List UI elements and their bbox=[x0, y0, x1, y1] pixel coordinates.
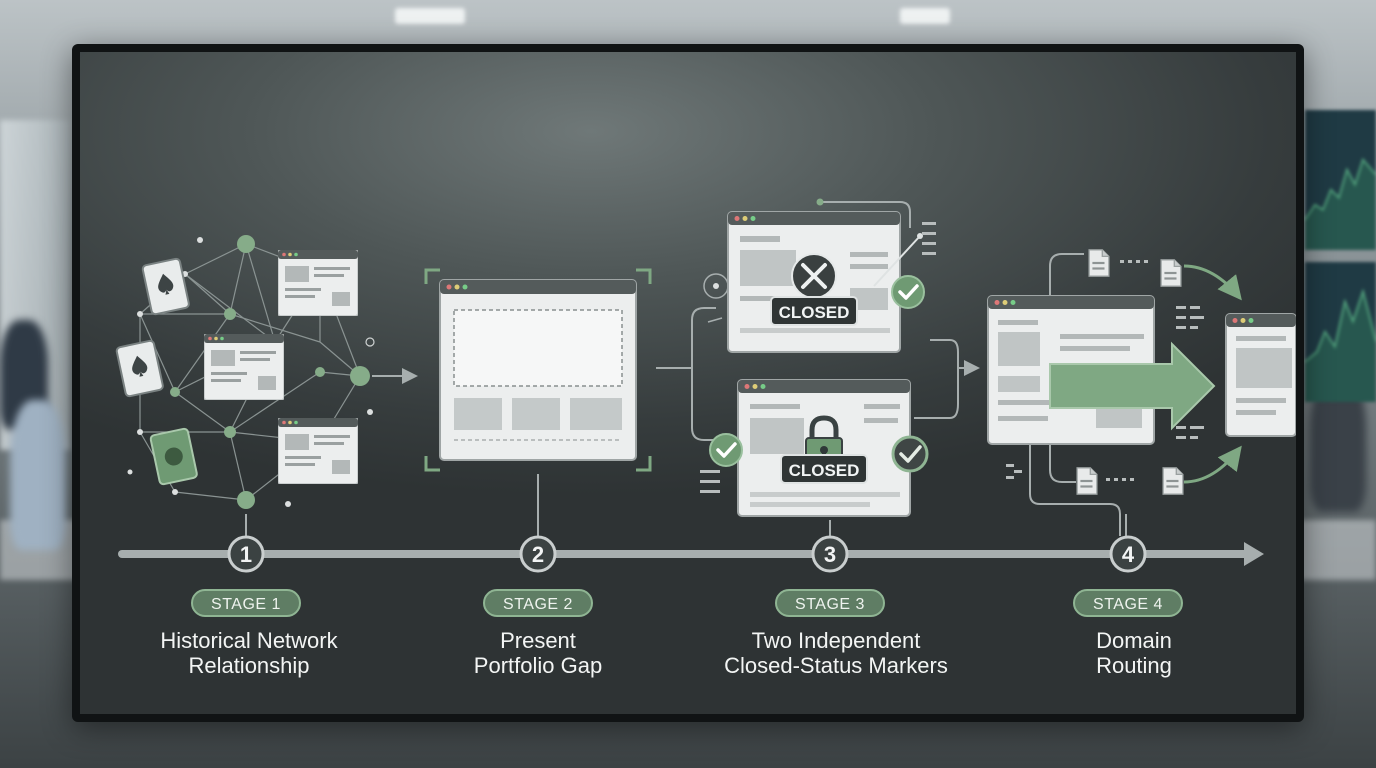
stage-marker-2: 2 bbox=[519, 535, 557, 573]
card-icon bbox=[149, 427, 198, 486]
stage-title-line: Present bbox=[500, 628, 576, 653]
stage-title-line: Portfolio Gap bbox=[473, 653, 603, 678]
routing-arcs bbox=[1183, 264, 1242, 484]
stage-badge-3: STAGE 3 bbox=[775, 589, 885, 617]
check-badge-icon bbox=[890, 274, 926, 310]
branch-connectors bbox=[656, 201, 980, 530]
document-icon bbox=[1160, 259, 1182, 287]
stage-title-line: Two Independent bbox=[751, 628, 921, 653]
ceiling-light bbox=[395, 8, 465, 24]
stage-title-line: Historical Network bbox=[160, 628, 338, 653]
card-icon bbox=[141, 257, 190, 316]
stage-title-1: Historical Network Relationship bbox=[119, 628, 379, 678]
stage-badge-2: STAGE 2 bbox=[483, 589, 593, 617]
network-window-panel bbox=[278, 250, 358, 316]
stage-badge-1: STAGE 1 bbox=[191, 589, 301, 617]
document-icon bbox=[1088, 249, 1110, 277]
background-person bbox=[10, 400, 66, 550]
stage-title-line: Domain bbox=[1096, 628, 1172, 653]
x-mark-icon bbox=[791, 253, 837, 299]
process-diagram: 1 2 3 4 CLOSED CLOSED STAGE 1 STAGE 2 ST… bbox=[80, 52, 1296, 714]
display-monitor: 1 2 3 4 CLOSED CLOSED STAGE 1 STAGE 2 ST… bbox=[72, 44, 1304, 722]
card-icon bbox=[115, 339, 164, 398]
stage-number: 2 bbox=[532, 542, 544, 567]
pointer-line bbox=[873, 235, 921, 287]
focus-brackets bbox=[424, 268, 652, 472]
diagram-canvas: 1 2 3 4 bbox=[115, 198, 1296, 573]
status-dashes bbox=[1006, 260, 1204, 481]
stage-number: 4 bbox=[1122, 542, 1135, 567]
network-nodes bbox=[127, 235, 375, 509]
stage-marker-1: 1 bbox=[227, 535, 265, 573]
stage-title-line: Routing bbox=[1096, 653, 1172, 678]
connector-dot bbox=[816, 198, 824, 206]
portfolio-gap-window bbox=[439, 279, 637, 461]
document-icon bbox=[1076, 467, 1098, 495]
stage-title-line: Relationship bbox=[188, 653, 310, 678]
pointer-dot bbox=[917, 233, 923, 239]
check-circle-icon bbox=[891, 435, 929, 473]
routing-arrow bbox=[1049, 341, 1216, 431]
closed-label-bottom: CLOSED bbox=[780, 454, 868, 484]
connector-node bbox=[713, 283, 719, 289]
stage-badge-4: STAGE 4 bbox=[1073, 589, 1183, 617]
stage-number: 3 bbox=[824, 542, 836, 567]
stage-marker-3: 3 bbox=[811, 535, 849, 573]
network-window-panel bbox=[278, 418, 358, 484]
routing-target-window bbox=[1225, 313, 1296, 437]
stage-title-2: Present Portfolio Gap bbox=[408, 628, 668, 678]
stage-marker-4: 4 bbox=[1109, 535, 1147, 573]
connector-line bbox=[707, 317, 723, 323]
stage-title-line: Closed-Status Markers bbox=[724, 653, 948, 678]
document-icon bbox=[1162, 467, 1184, 495]
background-monitor bbox=[1304, 110, 1376, 250]
stage-title-3: Two Independent Closed-Status Markers bbox=[706, 628, 966, 678]
closed-label-top: CLOSED bbox=[770, 296, 858, 326]
timeline-arrowhead bbox=[1244, 542, 1264, 566]
stage-title-4: Domain Routing bbox=[1004, 628, 1264, 678]
status-dashes bbox=[700, 222, 936, 493]
stage-number: 1 bbox=[240, 542, 252, 567]
ceiling-light bbox=[900, 8, 950, 24]
check-badge-icon bbox=[708, 432, 744, 468]
background-monitor bbox=[1304, 262, 1376, 402]
routing-lines bbox=[1029, 253, 1121, 536]
network-window-panel bbox=[204, 334, 284, 400]
